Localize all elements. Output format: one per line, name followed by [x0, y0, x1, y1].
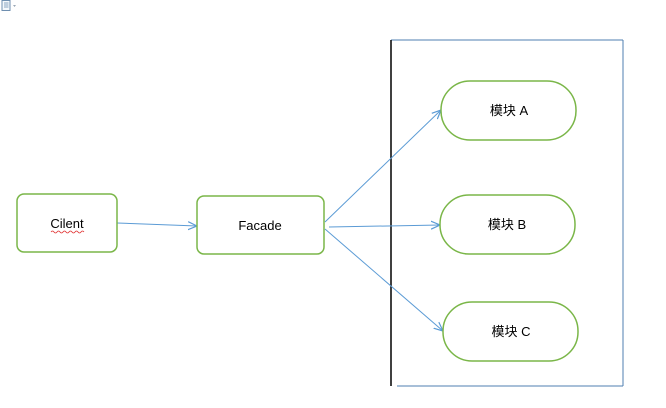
module-b-node[interactable]: 模块 B: [439, 194, 576, 255]
module-c-label: 模块 C: [491, 324, 530, 339]
spell-check-underline: [50, 230, 85, 234]
arrow-facade-to-module-b: [328, 225, 440, 227]
document-icon: [1, 0, 16, 11]
module-b-label: 模块 B: [488, 217, 526, 232]
arrow-facade-to-module-c: [324, 228, 443, 331]
dropdown-arrow-icon: [13, 5, 16, 7]
arrow-client-to-facade: [116, 223, 197, 226]
module-a-node[interactable]: 模块 A: [440, 80, 577, 141]
arrow-facade-to-module-a: [324, 110, 441, 223]
subsystem-frame: [390, 39, 624, 387]
facade-label: Facade: [238, 218, 281, 233]
facade-node[interactable]: Facade: [196, 195, 325, 255]
client-label: Cilent: [50, 216, 84, 231]
module-a-label: 模块 A: [490, 103, 529, 118]
module-c-node[interactable]: 模块 C: [442, 301, 579, 362]
client-node[interactable]: Cilent: [16, 193, 118, 253]
